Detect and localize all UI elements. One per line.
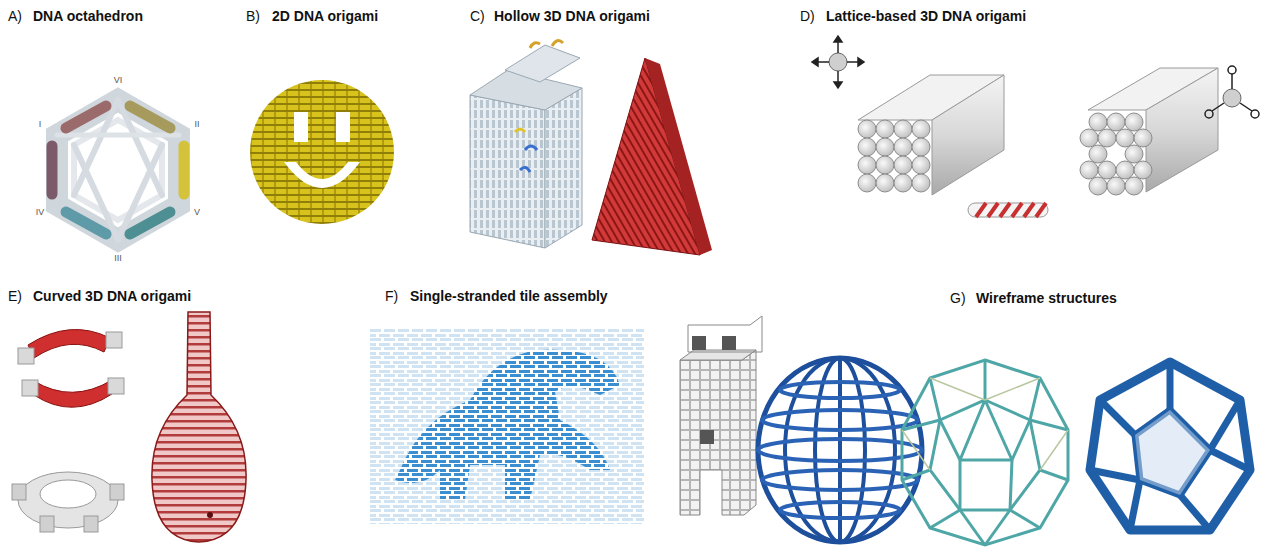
panel-title: Curved 3D DNA origami: [33, 288, 191, 304]
panel-letter: C): [470, 8, 485, 24]
edge-number: II: [193, 119, 200, 129]
edge-number: III: [113, 253, 123, 263]
panel-title: DNA octahedron: [33, 8, 143, 24]
panel-letter: F): [385, 288, 398, 304]
edge-number: V: [193, 207, 201, 217]
panel-title: Wireframe structures: [976, 290, 1117, 306]
panel-letter: B): [246, 8, 260, 24]
edge-number: I: [38, 119, 43, 129]
panel-title: Hollow 3D DNA origami: [494, 8, 650, 24]
panel-letter: E): [8, 288, 22, 304]
panel-title: Lattice-based 3D DNA origami: [826, 8, 1026, 24]
panel-title: 2D DNA origami: [272, 8, 378, 24]
panel-letter: G): [950, 290, 966, 306]
panel-letter: D): [800, 8, 815, 24]
panel-letter: A): [8, 8, 22, 24]
edge-number: VI: [113, 75, 124, 85]
panel-title: Single-stranded tile assembly: [410, 288, 608, 304]
edge-number: IV: [35, 207, 46, 217]
